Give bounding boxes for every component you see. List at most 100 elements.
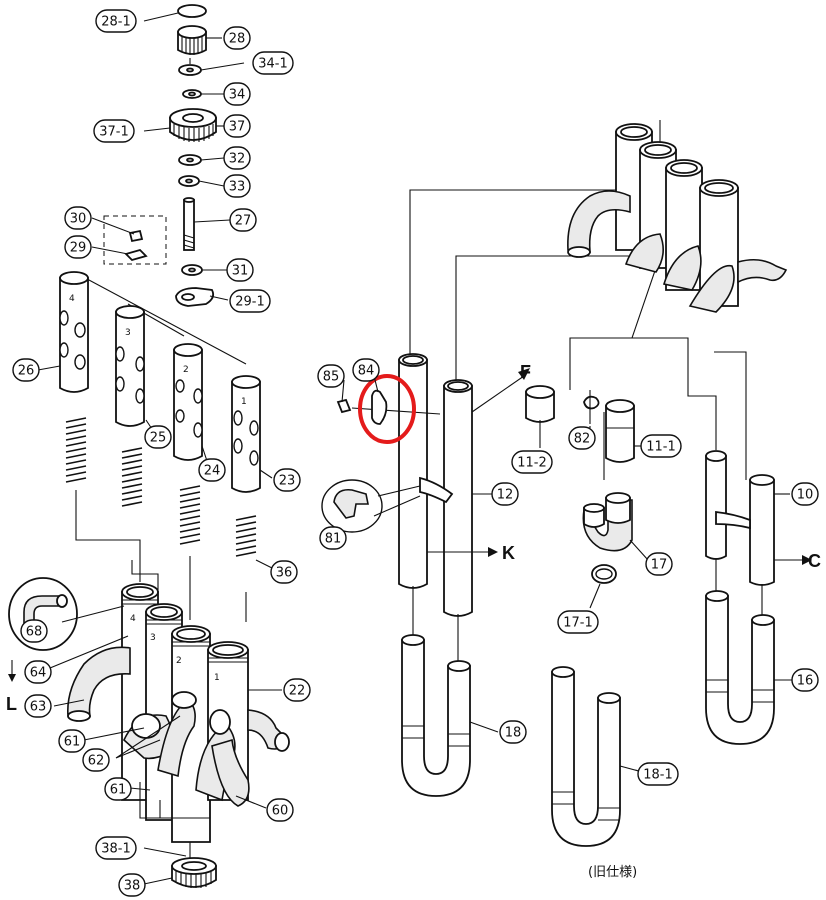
tube-number: 4 bbox=[130, 614, 136, 624]
callout-label: 29-1 bbox=[235, 295, 265, 310]
callout-61: 61 bbox=[104, 777, 132, 801]
callout-frame bbox=[317, 364, 345, 388]
callout-frame bbox=[95, 836, 137, 860]
callout-81: 81 bbox=[319, 526, 347, 550]
callout-61: 61 bbox=[58, 729, 86, 753]
callout-frame bbox=[223, 146, 251, 170]
callout-11-2: 11-2 bbox=[511, 450, 553, 474]
callout-17: 17 bbox=[645, 552, 673, 576]
callout-28: 28 bbox=[223, 26, 251, 50]
callout-frame bbox=[229, 289, 271, 313]
old-spec-note: (旧仕様) bbox=[588, 865, 637, 880]
callout-29-1: 29-1 bbox=[229, 289, 271, 313]
callout-frame bbox=[645, 552, 673, 576]
callout-37: 37 bbox=[223, 114, 251, 138]
callout-label: 34 bbox=[229, 88, 246, 103]
callout-label: 36 bbox=[276, 566, 293, 581]
callout-frame bbox=[229, 208, 257, 232]
callout-label: 12 bbox=[497, 488, 514, 503]
callout-label: 22 bbox=[289, 684, 306, 699]
callout-frame bbox=[273, 468, 301, 492]
callout-frame bbox=[791, 668, 819, 692]
callout-frame bbox=[791, 482, 819, 506]
callout-label: 18 bbox=[505, 726, 522, 741]
callout-label: 27 bbox=[235, 214, 252, 229]
callout-85: 85 bbox=[317, 364, 345, 388]
callout-34: 34 bbox=[223, 82, 251, 106]
callout-label: 82 bbox=[574, 432, 591, 447]
direction-f: F bbox=[520, 362, 531, 382]
callout-27: 27 bbox=[229, 208, 257, 232]
u-bend-18-1 bbox=[551, 666, 621, 847]
callout-frame bbox=[252, 51, 294, 75]
callout-frame bbox=[568, 426, 596, 450]
callout-label: 81 bbox=[325, 532, 342, 547]
callout-frame bbox=[266, 798, 294, 822]
callout-label: 38-1 bbox=[101, 842, 131, 857]
tube-number: 3 bbox=[125, 328, 131, 338]
callout-frame bbox=[12, 358, 40, 382]
callout-label: 28 bbox=[229, 32, 246, 47]
callout-36: 36 bbox=[270, 560, 298, 584]
callout-18-1: 18-1 bbox=[637, 762, 679, 786]
callout-frame bbox=[198, 458, 226, 482]
callout-label: 63 bbox=[30, 700, 47, 715]
top-right-manifold bbox=[567, 123, 788, 313]
callout-label: 30 bbox=[70, 212, 87, 227]
callout-frame bbox=[283, 678, 311, 702]
tube-12 bbox=[443, 385, 473, 617]
u-bend-18 bbox=[401, 634, 471, 797]
callout-label: 17-1 bbox=[563, 616, 593, 631]
callout-34-1: 34-1 bbox=[252, 51, 294, 75]
tube-number: 1 bbox=[214, 673, 220, 683]
callout-label: 29 bbox=[70, 241, 87, 256]
callout-frame bbox=[499, 720, 527, 744]
manifold-assembly bbox=[8, 577, 290, 888]
callout-63: 63 bbox=[24, 694, 52, 718]
callout-label: 18-1 bbox=[643, 768, 673, 783]
callout-29: 29 bbox=[64, 235, 92, 259]
callout-18: 18 bbox=[499, 720, 527, 744]
callout-10: 10 bbox=[791, 482, 819, 506]
callout-24: 24 bbox=[198, 458, 226, 482]
callout-frame bbox=[104, 777, 132, 801]
callout-26: 26 bbox=[12, 358, 40, 382]
tube-k bbox=[398, 359, 428, 589]
callout-label: 38 bbox=[124, 879, 141, 894]
top-hardware-stack bbox=[103, 4, 217, 307]
callout-label: 17 bbox=[651, 558, 668, 573]
callout-label: 68 bbox=[26, 625, 43, 640]
callout-label: 28-1 bbox=[101, 15, 131, 30]
callout-frame bbox=[24, 660, 52, 684]
callout-frame bbox=[118, 873, 146, 897]
callout-frame bbox=[64, 235, 92, 259]
callout-frame bbox=[637, 762, 679, 786]
callout-frame bbox=[223, 114, 251, 138]
perforated-tubes bbox=[59, 271, 261, 493]
callout-frame bbox=[95, 9, 137, 33]
callout-28-1: 28-1 bbox=[95, 9, 137, 33]
callout-label: 37-1 bbox=[99, 125, 129, 140]
springs bbox=[65, 417, 257, 622]
callout-label: 25 bbox=[150, 431, 167, 446]
callout-62: 62 bbox=[82, 748, 110, 772]
callout-label: 31 bbox=[232, 264, 249, 279]
callout-label: 24 bbox=[204, 464, 221, 479]
callout-frame bbox=[223, 174, 251, 198]
callout-23: 23 bbox=[273, 468, 301, 492]
clip-parts bbox=[321, 374, 441, 533]
part-28-1-cap bbox=[177, 4, 207, 18]
direction-l: L bbox=[6, 694, 17, 714]
callout-frame bbox=[58, 729, 86, 753]
callout-label: 26 bbox=[18, 364, 35, 379]
callout-frame bbox=[223, 26, 251, 50]
callout-22: 22 bbox=[283, 678, 311, 702]
callout-frame bbox=[511, 450, 553, 474]
tube-number: 4 bbox=[69, 294, 75, 304]
callout-label: 61 bbox=[64, 735, 81, 750]
callout-17-1: 17-1 bbox=[557, 610, 599, 634]
callout-60: 60 bbox=[266, 798, 294, 822]
callout-label: 11-2 bbox=[517, 456, 547, 471]
